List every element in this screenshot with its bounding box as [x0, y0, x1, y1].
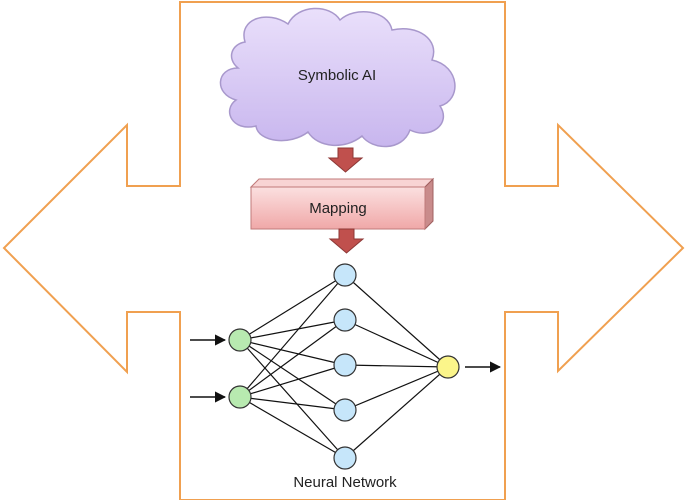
- edge: [239, 364, 346, 398]
- mapping-box: Mapping: [249, 177, 435, 231]
- edge: [239, 396, 346, 459]
- neural-network: Neural Network: [190, 263, 502, 491]
- network-connections: [239, 274, 449, 459]
- edge: [239, 319, 346, 341]
- edge: [344, 366, 449, 411]
- down-arrow-1: [327, 147, 364, 173]
- hidden-node: [333, 398, 357, 422]
- edge: [239, 339, 346, 411]
- edge: [344, 319, 449, 368]
- edge: [344, 364, 449, 368]
- edge: [239, 396, 346, 411]
- symbolic-ai-cloud: Symbolic AI: [219, 7, 456, 148]
- edge: [239, 319, 346, 398]
- hidden-node: [333, 263, 357, 287]
- mapping-label: Mapping: [309, 200, 367, 217]
- edge: [239, 339, 346, 366]
- hidden-node: [333, 308, 357, 332]
- edge: [239, 274, 346, 341]
- down-arrow-2: [328, 228, 365, 254]
- mapping-box-front: [250, 186, 426, 230]
- mapping-box-side: [424, 177, 434, 231]
- input-node: [228, 328, 252, 352]
- output-node: [436, 355, 460, 379]
- edge: [239, 339, 346, 459]
- hidden-node: [333, 446, 357, 470]
- edge: [239, 274, 346, 398]
- edge: [344, 274, 449, 368]
- cloud-shape: [219, 7, 456, 148]
- edge: [344, 366, 449, 459]
- input-node: [228, 385, 252, 409]
- cloud-label: Symbolic AI: [298, 67, 376, 84]
- mapping-box-top: [249, 178, 435, 188]
- network-label: Neural Network: [293, 474, 397, 491]
- hidden-node: [333, 353, 357, 377]
